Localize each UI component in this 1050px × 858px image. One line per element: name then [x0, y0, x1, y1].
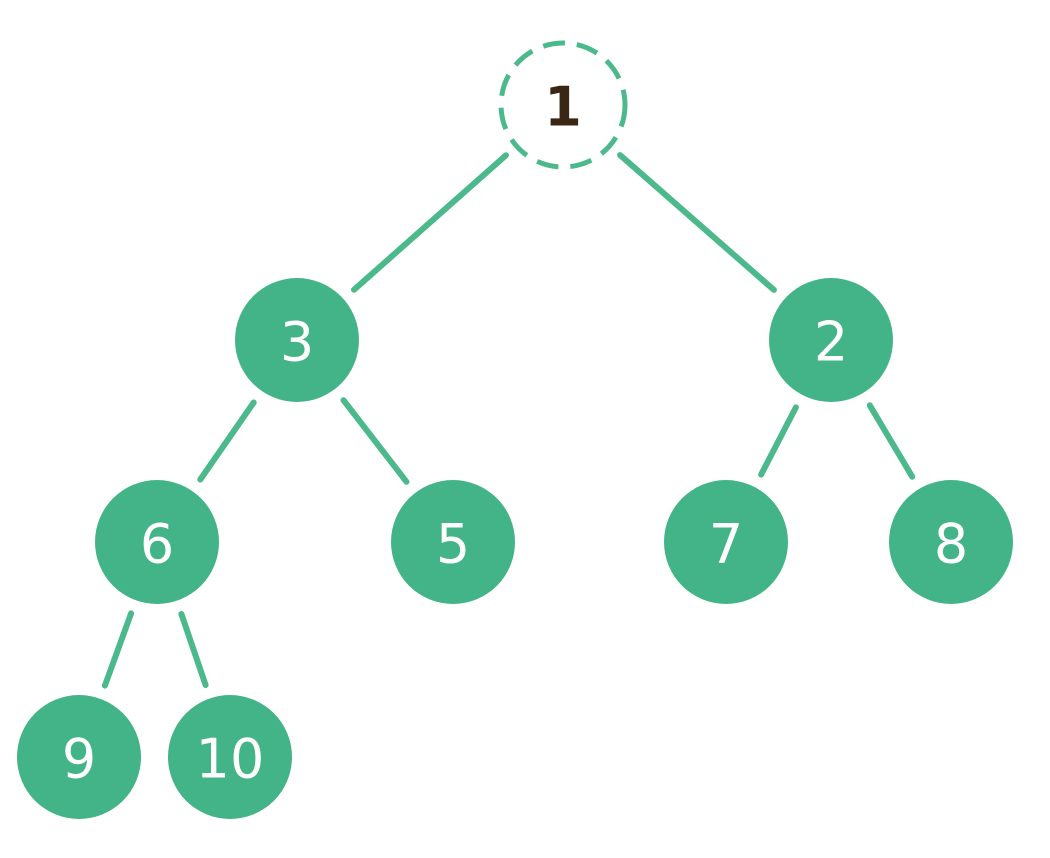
- edge-2-7: [758, 404, 799, 478]
- node-5-label: 5: [436, 513, 470, 576]
- root-node-label: 1: [544, 76, 582, 139]
- edge-6-10: [178, 611, 209, 688]
- node-5-circle: [391, 480, 515, 604]
- edges-layer: [101, 152, 916, 689]
- node-10-circle: [168, 695, 292, 819]
- node-8-circle: [889, 480, 1013, 604]
- node-2-label: 2: [814, 311, 848, 374]
- node-9-circle: [17, 695, 141, 819]
- edge-1-3: [351, 152, 509, 293]
- node-3-circle: [235, 278, 359, 402]
- node-7-label: 7: [709, 513, 743, 576]
- node-6-label: 6: [140, 513, 174, 576]
- edge-1-2: [617, 152, 777, 293]
- nodes-layer: 1 3 2 6 5 7 8 9 10: [17, 40, 1013, 819]
- node-6-circle: [95, 480, 219, 604]
- edge-3-6: [197, 399, 257, 483]
- node-2-circle: [769, 278, 893, 402]
- node-10-label: 10: [196, 728, 265, 791]
- edge-2-8: [866, 402, 916, 480]
- root-node-dashed-circle: [498, 40, 628, 170]
- node-9-label: 9: [62, 728, 96, 791]
- edge-6-9: [101, 610, 135, 689]
- node-8-label: 8: [934, 513, 968, 576]
- node-7-circle: [664, 480, 788, 604]
- edge-3-5: [340, 397, 410, 485]
- node-3-label: 3: [280, 311, 314, 374]
